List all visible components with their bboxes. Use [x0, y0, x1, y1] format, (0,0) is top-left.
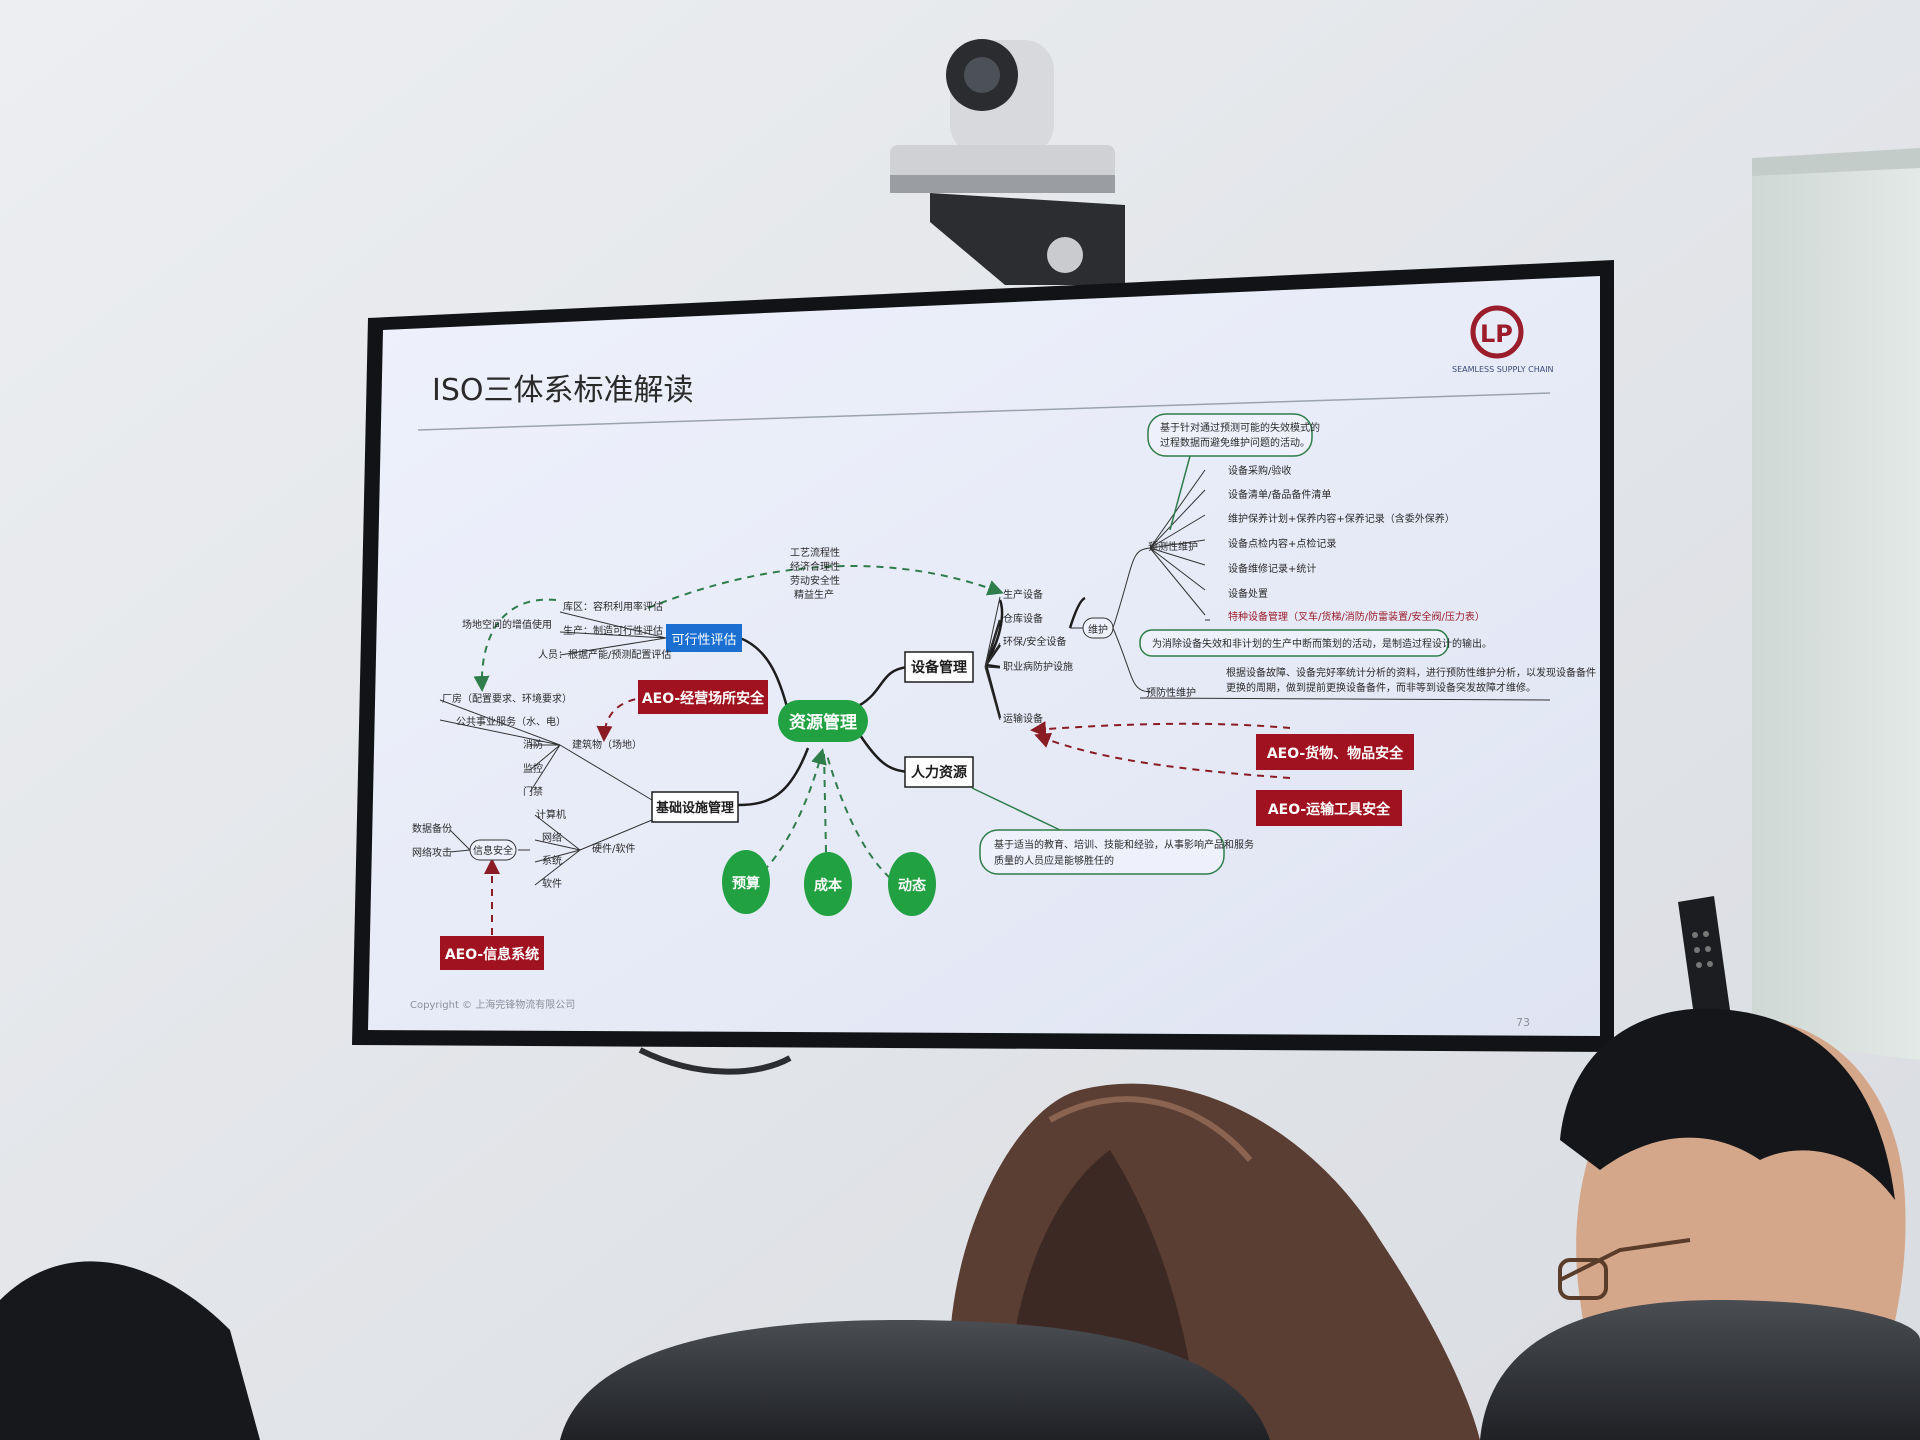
svg-text:AEO-信息系统: AEO-信息系统 — [445, 946, 539, 963]
preventive-item: 设备处置 — [1228, 587, 1268, 600]
infrastructure-label: 基础设施管理 — [655, 800, 734, 816]
equipment-child: 职业病防护设施 — [1003, 660, 1073, 673]
preventive-note-line: 过程数据而避免维护问题的活动。 — [1160, 436, 1310, 449]
svg-text:AEO-运输工具安全: AEO-运输工具安全 — [1268, 801, 1391, 818]
hardware-item: 系统 — [542, 854, 562, 867]
tv-screen — [368, 276, 1600, 1036]
process-note: 工艺流程性 — [790, 546, 840, 559]
dynamic-circle: 动态 — [888, 852, 936, 916]
ptz-camera — [890, 39, 1125, 285]
slide-title: ISO三体系标准解读 — [432, 373, 694, 408]
feasibility-label: 可行性评估 — [671, 633, 736, 648]
feasibility-node — [666, 624, 742, 652]
center-node — [778, 700, 868, 742]
building-item: 监控 — [523, 762, 543, 775]
preventive-item: 设备清单/备品备件清单 — [1228, 488, 1331, 501]
preventive-label: 预测性维护 — [1148, 540, 1198, 553]
glass-frame — [1752, 148, 1920, 176]
prevention-detail: 根据设备故障、设备完好率统计分析的资料，进行预防性维护分析，以发现设备备件 — [1226, 666, 1596, 679]
human-note-line: 质量的人员应是能够胜任的 — [994, 854, 1114, 867]
building-item: 厂房（配置要求、环境要求） — [442, 692, 572, 705]
feasibility-item: 生产：制造可行性评估 — [563, 624, 663, 637]
cost-circle: 成本 — [804, 852, 852, 916]
human-resource-label: 人力资源 — [911, 764, 967, 781]
svg-text:成本: 成本 — [814, 877, 843, 894]
equipment-node — [904, 651, 974, 683]
info-security-label: 信息安全 — [473, 844, 513, 857]
chairs — [0, 1261, 1920, 1440]
aeo-tag-info: AEO-信息系统 — [440, 936, 544, 970]
hardware-item: 网络 — [542, 831, 562, 844]
svg-text:动态: 动态 — [898, 877, 926, 894]
slide-copyright: Copyright © 上海完锋物流有限公司 — [410, 998, 575, 1011]
company-logo: LP SEAMLESS SUPPLY CHAIN — [1452, 305, 1554, 374]
human-note-line: 基于适当的教育、培训、技能和经验，从事影响产品和服务 — [994, 838, 1254, 851]
building-label: 建筑物（场地） — [572, 738, 642, 751]
building-item: 公共事业服务（水、电） — [456, 715, 566, 728]
special-equipment-item: 特种设备管理（叉车/货梯/消防/防雷装置/安全阀/压力表） — [1228, 610, 1485, 623]
hardware-label: 硬件/软件 — [592, 842, 635, 855]
title-underline — [417, 392, 1551, 431]
human-resource-node — [904, 756, 974, 788]
prevention-note: 为消除设备失效和非计划的生产中断而策划的活动，是制造过程设计的输出。 — [1152, 637, 1492, 650]
equipment-label: 设备管理 — [911, 659, 967, 676]
svg-text:LP: LP — [1480, 320, 1513, 348]
maintain-node — [1082, 617, 1114, 639]
infrastructure-node — [651, 791, 739, 823]
prevention-label: 预防性维护 — [1146, 686, 1196, 699]
feasibility-item: 人员：根据产能/预测配置评估 — [538, 648, 671, 661]
prevention-note-bubble — [1139, 629, 1449, 657]
brand-text: SEAMLESS SUPPLY CHAIN — [1452, 365, 1554, 374]
hardware-item: 软件 — [542, 877, 562, 890]
aeo-tag-goods: AEO-货物、物品安全 — [1256, 734, 1414, 770]
human-note-bubble — [979, 829, 1225, 875]
info-item: 网络攻击 — [412, 846, 452, 859]
preventive-item: 设备采购/验收 — [1228, 464, 1291, 477]
process-note: 经济合理性 — [790, 560, 840, 573]
space-value-note: 场地空间的增值使用 — [462, 618, 552, 631]
prevention-detail: 更换的周期，做到提前更换设备备件，而非等到设备突发故障才维修。 — [1226, 681, 1536, 694]
hardware-item: 计算机 — [536, 808, 566, 821]
preventive-item: 设备维修记录+统计 — [1228, 562, 1316, 575]
budget-circle: 预算 — [722, 850, 770, 914]
feasibility-item: 库区：容积利用率评估 — [563, 600, 663, 613]
preventive-note-bubble — [1147, 413, 1313, 457]
process-note: 劳动安全性 — [790, 574, 840, 587]
remote-control — [1678, 896, 1730, 1016]
slide-page-number: 73 — [1516, 1016, 1530, 1029]
mindmap-thin-lines — [439, 469, 1551, 886]
preventive-item: 维护保养计划+保养内容+保养记录（含委外保养） — [1228, 512, 1455, 525]
building-item: 门禁 — [523, 785, 543, 798]
process-note: 精益生产 — [794, 588, 834, 601]
equipment-child: 环保/安全设备 — [1003, 635, 1066, 648]
aeo-tag-transport: AEO-运输工具安全 — [1256, 790, 1402, 826]
svg-text:预算: 预算 — [732, 875, 760, 892]
info-security-node — [469, 839, 517, 861]
building-item: 消防 — [523, 738, 543, 751]
aeo-tag-site: AEO-经营场所安全 — [638, 680, 768, 714]
center-node-label: 资源管理 — [789, 712, 857, 733]
info-item: 数据备份 — [412, 822, 452, 835]
glass-panel — [1752, 150, 1920, 1060]
equipment-child: 仓库设备 — [1003, 612, 1043, 625]
equipment-child: 运输设备 — [1003, 712, 1043, 725]
preventive-note-line: 基于针对通过预测可能的失效模式的 — [1160, 421, 1320, 434]
preventive-item: 设备点检内容+点检记录 — [1228, 537, 1336, 550]
equipment-child: 生产设备 — [1003, 588, 1043, 601]
svg-text:AEO-经营场所安全: AEO-经营场所安全 — [642, 690, 765, 707]
maintain-label: 维护 — [1088, 623, 1108, 636]
svg-text:AEO-货物、物品安全: AEO-货物、物品安全 — [1267, 745, 1404, 762]
slide: LP SEAMLESS SUPPLY CHAIN ISO三体系标准解读 — [410, 305, 1596, 1029]
